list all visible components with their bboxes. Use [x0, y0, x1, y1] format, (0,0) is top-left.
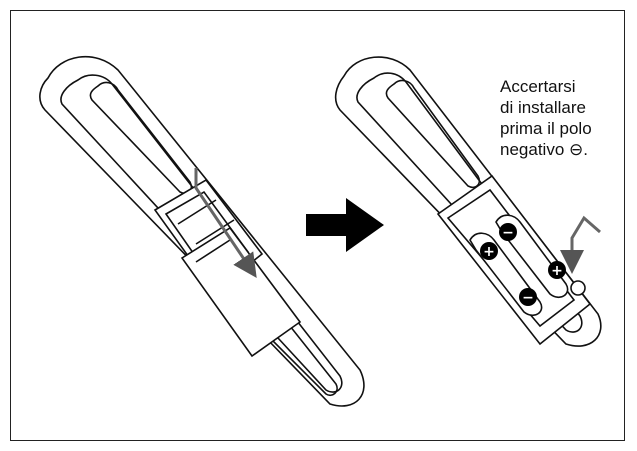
plus-mark-1: +: [483, 244, 495, 260]
note-line-3: prima il polo: [500, 119, 592, 138]
note-line-4: negativo ⊖.: [500, 140, 588, 159]
minus-mark-2: −: [522, 290, 534, 306]
remote-left-illustration: [39, 55, 365, 407]
figure-frame: [10, 10, 625, 441]
instruction-note: Accertarsi di installare prima il polo n…: [500, 76, 630, 160]
arrow-right-icon: [306, 198, 384, 252]
minus-mark-1: −: [502, 225, 514, 241]
note-line-1: Accertarsi: [500, 77, 576, 96]
insertion-arrow-icon: [560, 215, 601, 274]
slide-direction-arrow-icon: [194, 168, 257, 278]
note-line-2: di installare: [500, 98, 586, 117]
battery-polarity-markers: + − − +: [480, 223, 566, 306]
plus-mark-2: +: [551, 263, 563, 279]
